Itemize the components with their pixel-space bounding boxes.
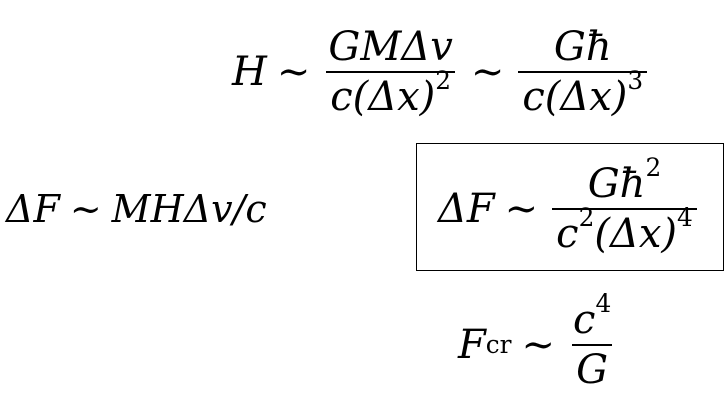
eq3-fraction: Għ2 c2(Δx)4 — [552, 155, 697, 257]
eq4-num-base: c — [573, 297, 596, 343]
eq1-fraction-1-den-base: c(Δx) — [330, 74, 436, 120]
eq1-fraction-2: Għ c(Δx)3 — [518, 24, 648, 120]
eq2-relation: ∼ — [69, 187, 102, 231]
eq4-num-exponent: 4 — [595, 288, 612, 318]
eq1-fraction-2-den-base: c(Δx) — [522, 74, 628, 120]
eq3-den-rest: (Δx) — [594, 211, 677, 257]
eq3-numerator: Għ2 — [584, 155, 666, 208]
eq1-fraction-2-den-exponent: 3 — [627, 65, 644, 95]
eq1-fraction-1-den-exponent: 2 — [435, 65, 452, 95]
eq1-fraction-1-denominator: c(Δx)2 — [326, 68, 456, 120]
eq4-denominator: G — [572, 344, 613, 390]
eq4-lhs-base: F — [458, 322, 486, 368]
eq3-num-base: Għ — [587, 161, 646, 207]
eq1-lhs: H — [232, 49, 267, 95]
eq2-lhs: ΔF — [6, 187, 60, 231]
equation-hubble-scale: H ∼ GMΔv c(Δx)2 ∼ Għ c(Δx)3 — [232, 22, 651, 122]
equation-box-frame — [416, 143, 724, 271]
equation-force-fluctuation: ΔF ∼ MHΔv/c — [6, 186, 267, 232]
eq3-denominator: c2(Δx)4 — [552, 205, 697, 257]
eq3-den-c-exponent: 2 — [578, 202, 595, 232]
eq1-relation-1: ∼ — [276, 49, 311, 95]
eq1-fraction-1-numerator: GMΔv — [328, 24, 453, 70]
eq1-fraction-1: GMΔv c(Δx)2 — [324, 27, 456, 117]
eq3-num-exponent: 2 — [645, 152, 662, 182]
eq1-relation-2: ∼ — [470, 49, 505, 95]
equation-boxed-force: ΔF ∼ Għ2 c2(Δx)4 — [438, 154, 701, 264]
eq3-den-c: c — [556, 211, 579, 257]
eq1-fraction-2-denominator: c(Δx)3 — [518, 68, 648, 120]
eq4-relation: ∼ — [521, 322, 556, 368]
eq2-rhs: MHΔv/c — [111, 187, 267, 231]
eq4-fraction: c4 G — [569, 291, 615, 390]
eq3-den-rest-exponent: 4 — [677, 202, 693, 232]
eq1-fraction-2-numerator: Għ — [553, 24, 612, 70]
eq3-relation: ∼ — [504, 186, 539, 232]
eq3-lhs: ΔF — [438, 186, 495, 232]
eq4-numerator: c4 — [569, 291, 615, 344]
